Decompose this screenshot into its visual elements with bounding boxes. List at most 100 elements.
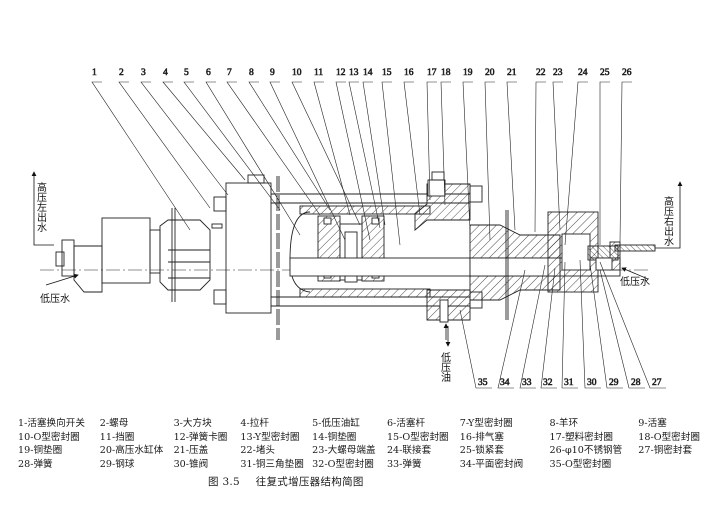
callout-number: 11 [314, 68, 323, 78]
callout-leader [362, 81, 386, 226]
legend-item: 25-锁紧套 [459, 445, 504, 456]
callout-leader [248, 81, 331, 211]
callout-number: 3 [141, 68, 146, 78]
legend-item: 22-堵头 [240, 445, 276, 456]
legend-item: 26-φ10不锈钢管 [549, 445, 623, 456]
legend-item: 7-Y型密封圈 [459, 418, 513, 429]
legend-item: 4-拉杆 [240, 418, 269, 429]
callout-leader [599, 261, 666, 389]
legend-item: 6-活塞杆 [386, 418, 426, 429]
callout-leader [313, 81, 351, 216]
callout-leader [335, 81, 371, 241]
callout-number: 35 [478, 378, 488, 388]
legend-item: 5-低压油缸 [312, 418, 360, 429]
label-high-pressure-right-out: 高压右出水 [662, 195, 674, 246]
callout-number: 16 [404, 68, 414, 78]
parts-legend: 1-活塞换向开关 2-螺母 3-大方块 4-拉杆 5-低压油缸 6-活塞杆 7-Y型密封圈 8… [18, 417, 718, 471]
end-cap-assembly [547, 211, 656, 293]
callout-number: 33 [522, 378, 532, 388]
legend-item: 8-羊环 [549, 418, 579, 429]
callout-number: 31 [564, 378, 574, 388]
callout-number: 4 [163, 68, 168, 78]
legend-item: 3-大方块 [173, 418, 212, 429]
low-pressure-water-right-arrow [621, 267, 649, 280]
callout-number: 22 [536, 68, 546, 78]
callout-leader [118, 81, 211, 209]
legend-item: 29-钢球 [99, 458, 135, 470]
legend-item: 20-高压水缸体 [99, 445, 164, 456]
callout-leader [589, 263, 623, 389]
callout-number: 25 [600, 68, 610, 78]
callout-number: 14 [363, 68, 373, 78]
legend-item: 21-压盖 [173, 445, 209, 456]
callout-leader [381, 81, 401, 246]
callout-leader [534, 81, 546, 233]
callout-number: 19 [463, 68, 473, 78]
callout-leader [205, 81, 301, 236]
callout-number: 17 [427, 68, 437, 78]
callout-number: 21 [507, 68, 517, 78]
label-low-pressure-water-right: 低压水 [620, 275, 650, 288]
high-pressure-water-cylinder [414, 171, 561, 323]
legend-item: 12-弹簧卡圈 [173, 431, 228, 443]
callout-leader [459, 309, 492, 389]
callout-number: 10 [292, 68, 302, 78]
callout-number: 24 [578, 68, 588, 78]
callout-leader [440, 81, 451, 206]
callout-leader [484, 81, 495, 241]
callout-number: 30 [587, 378, 597, 388]
legend-item: 27-铜密封套 [638, 445, 693, 456]
callout-leader [426, 81, 437, 201]
callout-number: 6 [206, 68, 211, 78]
callout-number: 29 [609, 378, 619, 388]
callout-leader [403, 81, 421, 216]
callout-leader [462, 81, 473, 231]
figure-title: 往复式增压器结构简图 [255, 476, 364, 488]
callout-leader [579, 259, 601, 389]
callout-number: 23 [553, 68, 563, 78]
legend-item: 15-O型密封圈 [386, 431, 449, 443]
legend-item: 9-活塞 [638, 418, 667, 429]
callout-leader [519, 264, 546, 389]
callout-number: 15 [382, 68, 392, 78]
callout-leader [226, 81, 321, 216]
legend-item: 1-活塞换向开关 [18, 418, 85, 429]
legend-item: 28-弹簧 [18, 458, 53, 470]
callout-number: 7 [227, 68, 232, 78]
legend-item: 17-塑料密封圈 [549, 431, 613, 443]
legend-item: 10-O型密封圈 [18, 431, 80, 443]
legend-item: 16-排气塞 [459, 431, 504, 443]
callout-number: 26 [622, 68, 632, 78]
large-square-block [211, 174, 280, 340]
callout-number: 8 [249, 68, 254, 78]
callout-leader [506, 81, 517, 231]
legend-item: 19-铜垫圈 [18, 445, 63, 456]
callout-number: 9 [270, 68, 275, 78]
callout-number: 13 [349, 68, 359, 78]
legend-item: 23-大螺母端盖 [312, 445, 376, 456]
legend-item: 18-O型密封圈 [638, 431, 700, 443]
callout-number: 18 [441, 68, 451, 78]
callout-leader [183, 81, 281, 211]
legend-item: 14-铜垫圈 [312, 431, 357, 443]
callout-number: 1 [92, 68, 97, 78]
legend-item: 24-联接套 [386, 445, 432, 456]
figure-caption: 图 3.5 往复式增压器结构简图 [208, 474, 364, 489]
legend-item: 2-螺母 [99, 418, 129, 429]
legend-item: 33-弹簧 [386, 458, 422, 470]
callout-leader [599, 269, 645, 389]
legend-item: 30-锥阀 [173, 458, 209, 470]
callout-number: 27 [652, 378, 662, 388]
callout-leader [348, 81, 381, 229]
label-high-pressure-left-out: 高压左出水 [35, 181, 47, 232]
callout-leader [291, 81, 361, 226]
piston-reversing-switch [55, 208, 211, 302]
callout-leader [619, 81, 632, 244]
low-pressure-water-left-arrow [45, 273, 79, 286]
legend-item: 13-Y型密封圈 [240, 431, 300, 443]
callout-leader [599, 81, 610, 245]
label-low-pressure-oil: 低压油 [439, 351, 451, 382]
